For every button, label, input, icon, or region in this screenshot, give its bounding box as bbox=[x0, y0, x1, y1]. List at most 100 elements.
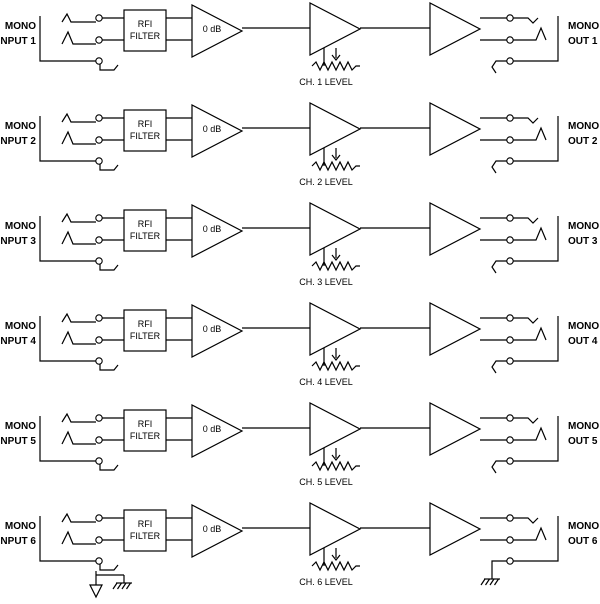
input-label-line-2: INPUT 1 bbox=[0, 36, 36, 47]
filter-label-line-2: FILTER bbox=[130, 231, 161, 241]
filter-label-line-1: RFI bbox=[138, 219, 153, 229]
level-label: CH. 5 LEVEL bbox=[299, 477, 353, 487]
output-label-line-2: OUT 4 bbox=[568, 336, 598, 347]
input-label-line-2: INPUT 3 bbox=[0, 236, 36, 247]
filter-label-line-2: FILTER bbox=[130, 431, 161, 441]
output-label-line-1: MONO bbox=[568, 221, 599, 232]
gain-label: 0 dB bbox=[203, 424, 222, 434]
output-amplifier-icon bbox=[429, 302, 482, 356]
input-label: MONO INPUT 4 bbox=[0, 321, 36, 347]
gain-label: 0 dB bbox=[203, 524, 222, 534]
output-label: MONO OUT 2 bbox=[568, 121, 599, 147]
input-jack-icon bbox=[39, 312, 119, 371]
level-label: CH. 6 LEVEL bbox=[299, 577, 353, 587]
output-label: MONO OUT 5 bbox=[568, 421, 599, 447]
rfi-filter-box: RFI FILTER bbox=[123, 109, 167, 152]
input-amplifier-icon: 0 dB bbox=[191, 504, 244, 558]
input-jack-icon bbox=[39, 412, 119, 471]
filter-label-line-1: RFI bbox=[138, 519, 153, 529]
filter-label-line-1: RFI bbox=[138, 19, 153, 29]
input-jack-icon bbox=[39, 212, 119, 271]
level-amplifier-icon bbox=[309, 502, 362, 556]
output-label-line-2: OUT 2 bbox=[568, 136, 598, 147]
output-jack-icon bbox=[491, 416, 559, 474]
channel-5: MONO INPUT 5 RFI FILTER 0 dB CH. 5 LEVEL MONO O… bbox=[0, 402, 599, 487]
chassis-ground-icon bbox=[480, 571, 500, 586]
level-amplifier-icon bbox=[309, 402, 362, 456]
output-amplifier-icon bbox=[429, 402, 482, 456]
level-label: CH. 4 LEVEL bbox=[299, 377, 353, 387]
rfi-filter-box: RFI FILTER bbox=[123, 509, 167, 552]
gain-label: 0 dB bbox=[203, 24, 222, 34]
output-label-line-2: OUT 1 bbox=[568, 36, 598, 47]
input-label: MONO INPUT 5 bbox=[0, 421, 36, 447]
potentiometer-icon: CH. 5 LEVEL bbox=[299, 448, 360, 487]
output-jack-icon bbox=[491, 216, 559, 274]
input-label-line-2: INPUT 5 bbox=[0, 436, 36, 447]
output-label-line-1: MONO bbox=[568, 21, 599, 32]
ground-icon bbox=[89, 575, 103, 599]
input-amplifier-icon: 0 dB bbox=[191, 4, 244, 58]
filter-label-line-1: RFI bbox=[138, 119, 153, 129]
input-label-line-2: INPUT 6 bbox=[0, 536, 36, 547]
output-label-line-1: MONO bbox=[568, 521, 599, 532]
output-label: MONO OUT 6 bbox=[568, 521, 599, 547]
output-amplifier-icon bbox=[429, 2, 482, 56]
output-label-line-1: MONO bbox=[568, 421, 599, 432]
input-jack-icon bbox=[39, 112, 119, 171]
output-amplifier-icon bbox=[429, 102, 482, 156]
potentiometer-icon: CH. 6 LEVEL bbox=[299, 548, 360, 587]
channel-2: MONO INPUT 2 RFI FILTER 0 dB CH. 2 LEVEL MONO O… bbox=[0, 102, 599, 187]
potentiometer-icon: CH. 1 LEVEL bbox=[299, 48, 360, 87]
filter-label-line-2: FILTER bbox=[130, 131, 161, 141]
level-amplifier-icon bbox=[309, 102, 362, 156]
filter-label-line-2: FILTER bbox=[130, 331, 161, 341]
input-jack-icon bbox=[39, 512, 119, 571]
input-label-line-1: MONO bbox=[5, 421, 36, 432]
input-label-line-1: MONO bbox=[5, 321, 36, 332]
output-label-line-2: OUT 3 bbox=[568, 236, 598, 247]
gain-label: 0 dB bbox=[203, 324, 222, 334]
input-label-line-1: MONO bbox=[5, 521, 36, 532]
input-label: MONO INPUT 6 bbox=[0, 521, 36, 547]
filter-label-line-2: FILTER bbox=[130, 31, 161, 41]
filter-label-line-2: FILTER bbox=[130, 531, 161, 541]
rfi-filter-box: RFI FILTER bbox=[123, 9, 167, 52]
output-label-line-2: OUT 5 bbox=[568, 436, 598, 447]
level-amplifier-icon bbox=[309, 2, 362, 56]
output-amplifier-icon bbox=[429, 202, 482, 256]
input-label-line-2: INPUT 2 bbox=[0, 136, 36, 147]
output-label: MONO OUT 4 bbox=[568, 321, 599, 347]
potentiometer-icon: CH. 4 LEVEL bbox=[299, 348, 360, 387]
output-amplifier-icon bbox=[429, 502, 482, 556]
level-label: CH. 1 LEVEL bbox=[299, 77, 353, 87]
potentiometer-icon: CH. 3 LEVEL bbox=[299, 248, 360, 287]
output-label-line-1: MONO bbox=[568, 321, 599, 332]
output-jack-icon bbox=[491, 16, 559, 74]
level-label: CH. 3 LEVEL bbox=[299, 277, 353, 287]
channel-1: MONO INPUT 1 RFI FILTER 0 dB CH. 1 LEVEL MONO O… bbox=[0, 2, 599, 87]
output-jack-icon bbox=[491, 516, 559, 571]
level-amplifier-icon bbox=[309, 302, 362, 356]
input-label-line-2: INPUT 4 bbox=[0, 336, 36, 347]
potentiometer-icon: CH. 2 LEVEL bbox=[299, 148, 360, 187]
input-label: MONO INPUT 2 bbox=[0, 121, 36, 147]
channel-6: MONO INPUT 6 RFI FILTER 0 dB CH. 6 LEVEL MONO O… bbox=[0, 502, 599, 599]
gain-label: 0 dB bbox=[203, 124, 222, 134]
input-amplifier-icon: 0 dB bbox=[191, 304, 244, 358]
input-label-line-1: MONO bbox=[5, 21, 36, 32]
rfi-filter-box: RFI FILTER bbox=[123, 209, 167, 252]
output-label: MONO OUT 1 bbox=[568, 21, 599, 47]
filter-label-line-1: RFI bbox=[138, 419, 153, 429]
gain-label: 0 dB bbox=[203, 224, 222, 234]
input-amplifier-icon: 0 dB bbox=[191, 404, 244, 458]
input-amplifier-icon: 0 dB bbox=[191, 104, 244, 158]
output-label-line-2: OUT 6 bbox=[568, 536, 598, 547]
level-label: CH. 2 LEVEL bbox=[299, 177, 353, 187]
output-label-line-1: MONO bbox=[568, 121, 599, 132]
input-label-line-1: MONO bbox=[5, 121, 36, 132]
